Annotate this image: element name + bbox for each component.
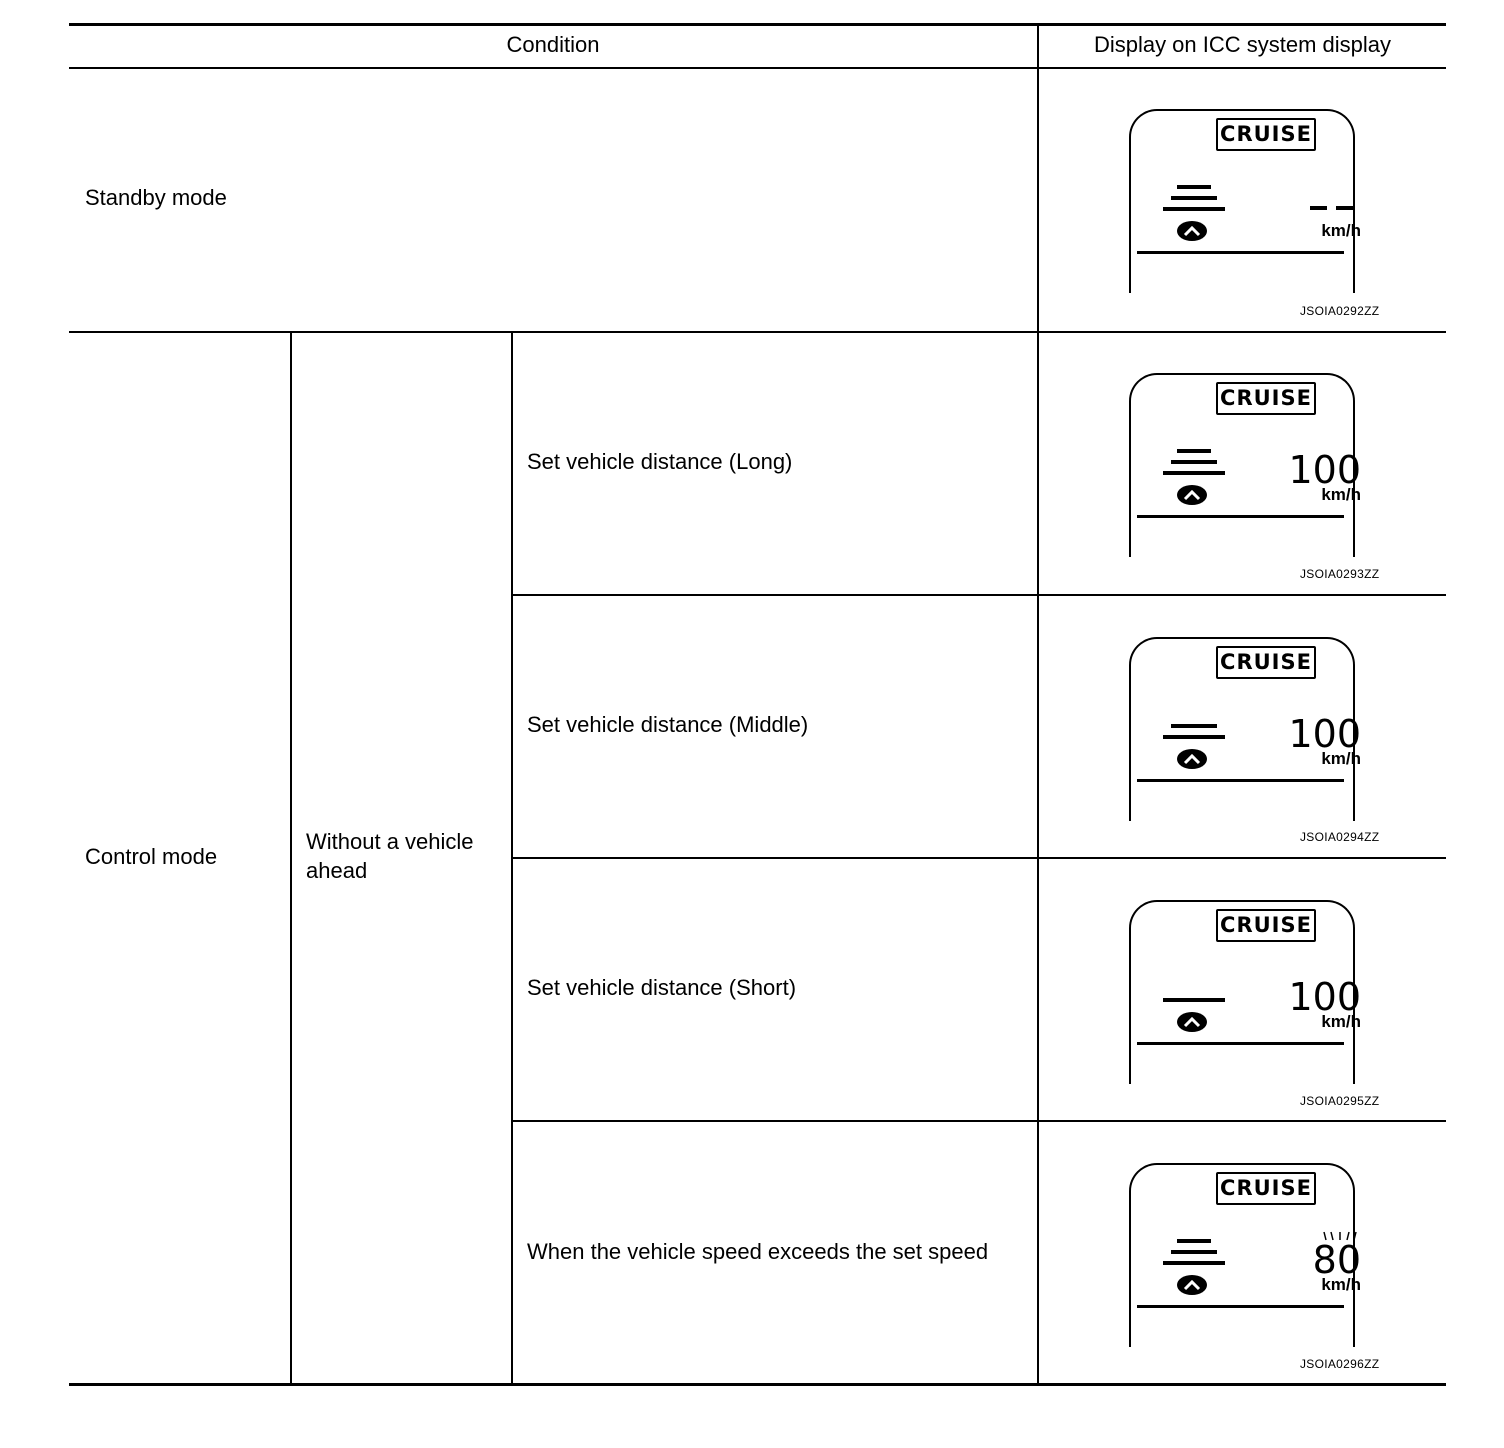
speed-unit: km/h [1321, 485, 1361, 504]
own-vehicle-icon [1177, 1275, 1207, 1295]
header-rule [69, 67, 1446, 69]
without-vehicle-ahead-label: Without a vehicle ahead [306, 829, 474, 883]
column-divider-mode [290, 331, 292, 1385]
figure-code: JSOIA0296ZZ [1300, 1357, 1380, 1371]
figure-code: JSOIA0295ZZ [1300, 1094, 1380, 1108]
icc-display-exceeds: CRUISE 80 km/h [1129, 1163, 1369, 1393]
display-baseline [1137, 515, 1344, 518]
row-rule-short [511, 1120, 1446, 1122]
display-frame [1129, 900, 1355, 1084]
cruise-badge: CRUISE [1216, 1172, 1316, 1205]
display-frame [1129, 1163, 1355, 1347]
header-display: Display on ICC system display [1093, 32, 1392, 57]
condition-short: Set vehicle distance (Short) [527, 975, 797, 1000]
distance-bars-icon [1163, 447, 1225, 511]
display-frame [1129, 109, 1355, 293]
speed-unit: km/h [1321, 221, 1361, 240]
own-vehicle-icon [1177, 749, 1207, 769]
row-rule-middle [511, 857, 1446, 859]
cruise-badge: CRUISE [1216, 646, 1316, 679]
set-speed: 100 [1288, 712, 1361, 756]
own-vehicle-icon [1177, 221, 1207, 241]
distance-bars-icon [1163, 711, 1225, 775]
table-bottom-rule [69, 1383, 1446, 1386]
condition-long: Set vehicle distance (Long) [527, 449, 793, 474]
figure-code: JSOIA0293ZZ [1300, 567, 1380, 581]
condition-middle: Set vehicle distance (Middle) [527, 712, 809, 737]
control-mode-label: Control mode [85, 844, 218, 869]
own-vehicle-icon [1177, 1012, 1207, 1032]
distance-bars-icon [1163, 183, 1225, 247]
icc-display-middle: CRUISE 100 km/h [1129, 637, 1369, 867]
cruise-badge: CRUISE [1216, 909, 1316, 942]
speed-unit: km/h [1321, 749, 1361, 768]
column-divider-sub [511, 331, 513, 1385]
icc-display-short: CRUISE 100 km/h [1129, 900, 1369, 1130]
own-vehicle-icon [1177, 485, 1207, 505]
row-rule-standby [69, 331, 1446, 333]
set-speed: 100 [1288, 448, 1361, 492]
header-condition: Condition [506, 32, 600, 57]
table-top-rule [69, 23, 1446, 26]
speed-unit: km/h [1321, 1275, 1361, 1294]
display-frame [1129, 373, 1355, 557]
distance-bars-icon [1163, 1237, 1225, 1301]
icc-display-standby: CRUISE km/h [1129, 109, 1369, 339]
current-speed: 80 [1312, 1238, 1361, 1282]
speed-dashes [1310, 206, 1355, 210]
figure-code: JSOIA0292ZZ [1300, 304, 1380, 318]
cruise-badge: CRUISE [1216, 382, 1316, 415]
display-baseline [1137, 251, 1344, 254]
distance-bars-icon [1163, 974, 1225, 1038]
condition-exceeds: When the vehicle speed exceeds the set s… [527, 1239, 989, 1264]
cruise-badge: CRUISE [1216, 118, 1316, 151]
flashing-indicator-icon [1321, 1229, 1361, 1241]
display-baseline [1137, 779, 1344, 782]
display-frame [1129, 637, 1355, 821]
set-speed: 100 [1288, 975, 1361, 1019]
display-baseline [1137, 1305, 1344, 1308]
row-rule-long [511, 594, 1446, 596]
figure-code: JSOIA0294ZZ [1300, 830, 1380, 844]
column-divider-display [1037, 23, 1039, 1385]
icc-display-long: CRUISE 100 km/h [1129, 373, 1369, 603]
display-baseline [1137, 1042, 1344, 1045]
speed-unit: km/h [1321, 1012, 1361, 1031]
standby-mode-label: Standby mode [85, 185, 227, 210]
